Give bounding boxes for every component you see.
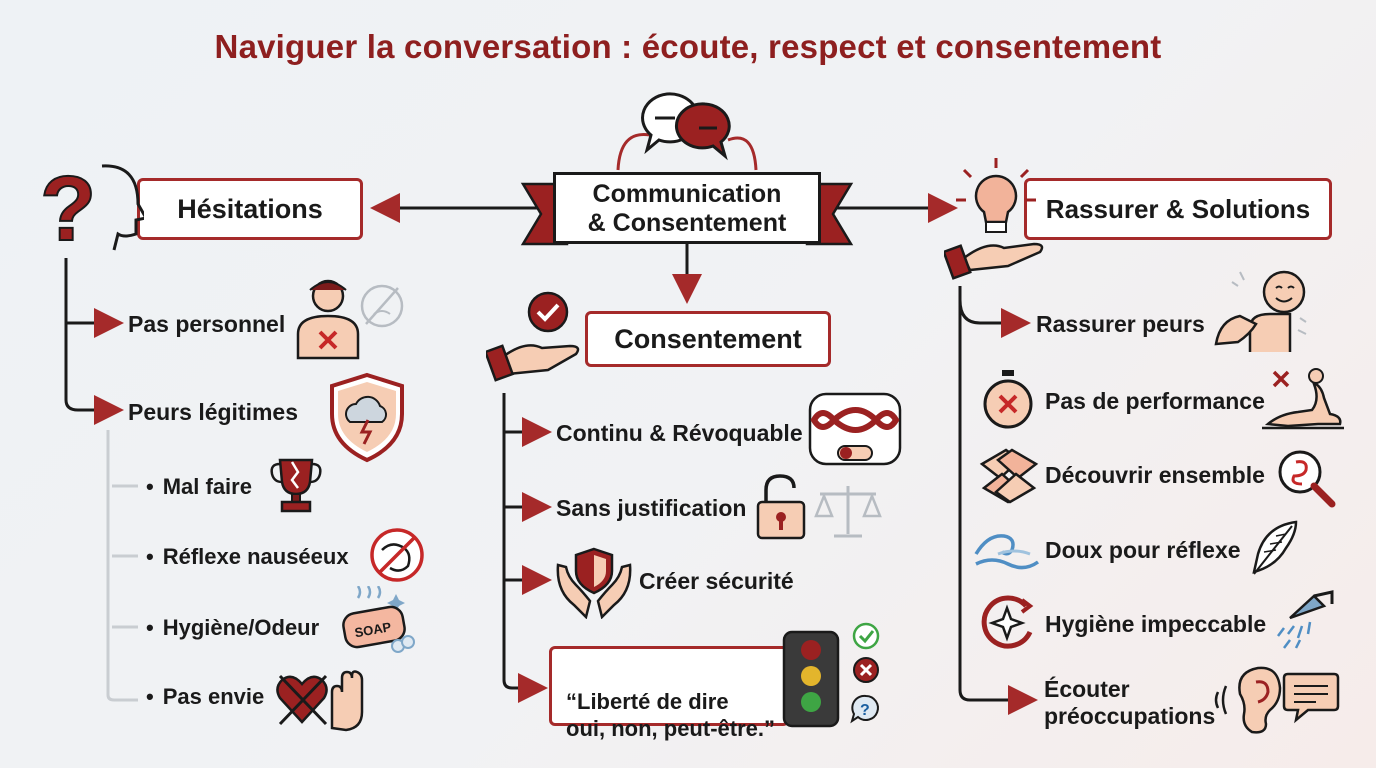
item-pas-de-performance: Pas de performance <box>1045 388 1265 414</box>
quote-text: “Liberté de dire oui, non, peut-être.” <box>566 689 775 741</box>
item-rassurer-peurs: Rassurer peurs <box>1036 311 1205 337</box>
lock-scale-icon <box>756 474 882 540</box>
item-decouvrir-ensemble: Découvrir ensemble <box>1045 462 1265 488</box>
infinity-toggle-icon <box>808 392 902 466</box>
rassurer-label: Rassurer & Solutions <box>1045 193 1311 224</box>
question-mark-small: ? <box>860 702 870 719</box>
soap-label: SOAP <box>353 619 392 640</box>
question-head-icon: ? <box>40 158 144 254</box>
joined-hands-icon <box>979 448 1039 504</box>
reclining-figure-icon <box>1262 368 1344 430</box>
quote-box: “Liberté de dire oui, non, peut-être.” <box>549 646 789 741</box>
question-glyph: ? <box>40 158 96 254</box>
item-pas-personnel: Pas personnel <box>128 311 286 337</box>
center-line1: Communication <box>592 180 782 208</box>
subitem-reflexe-nauseeux: Réflexe nauséeux <box>146 544 349 570</box>
subitem-mal-faire: Mal faire <box>146 474 252 500</box>
item-doux-pour-reflexe: Doux pour réflexe <box>1045 537 1241 563</box>
calm-person-icon <box>1214 270 1307 352</box>
no-gag-icon <box>370 528 424 582</box>
shower-icon <box>1277 590 1334 649</box>
sparkle-cycle-icon <box>981 595 1034 649</box>
wave-icon <box>974 534 1040 570</box>
hesitations-header: Hésitations <box>137 178 363 240</box>
item-ecouter-preoccupations: Écouter préoccupations <box>1044 676 1216 729</box>
center-banner: Communication & Consentement <box>553 172 821 244</box>
subitem-hygiene-odeur: Hygiène/Odeur <box>146 615 319 641</box>
traffic-light-icon: ? <box>782 622 880 728</box>
chat-bubbles-icon <box>641 92 731 161</box>
item-peurs-legitimes: Peurs légitimes <box>128 399 299 425</box>
item-sans-justification: Sans justification <box>556 495 747 521</box>
feather-icon <box>1252 520 1298 575</box>
broken-trophy-icon <box>270 458 322 513</box>
soap-icon: SOAP <box>342 586 415 653</box>
magnifier-icon <box>1278 450 1336 508</box>
consentement-label: Consentement <box>614 323 802 354</box>
item-hygiene-impeccable: Hygiène impeccable <box>1045 611 1267 637</box>
center-line2: & Consentement <box>587 209 787 237</box>
subitem-pas-envie: Pas envie <box>146 684 265 710</box>
lightbulb-hand-icon <box>944 158 1044 280</box>
stopwatch-cross-icon <box>983 370 1033 429</box>
consentement-header: Consentement <box>585 311 831 367</box>
hand-check-icon <box>486 291 580 382</box>
shield-storm-icon <box>330 372 404 463</box>
item-creer-securite: Créer sécurité <box>639 568 794 594</box>
rassurer-header: Rassurer & Solutions <box>1024 178 1332 240</box>
hands-shield-icon <box>556 547 632 619</box>
ear-speech-icon <box>1214 666 1340 734</box>
hesitations-label: Hésitations <box>177 193 323 224</box>
item-continu-revoquable: Continu & Révoquable <box>556 420 803 446</box>
person-cross-icon <box>296 279 404 360</box>
no-heart-hand-icon <box>276 670 364 732</box>
page-title: Naviguer la conversation : écoute, respe… <box>214 28 1162 65</box>
